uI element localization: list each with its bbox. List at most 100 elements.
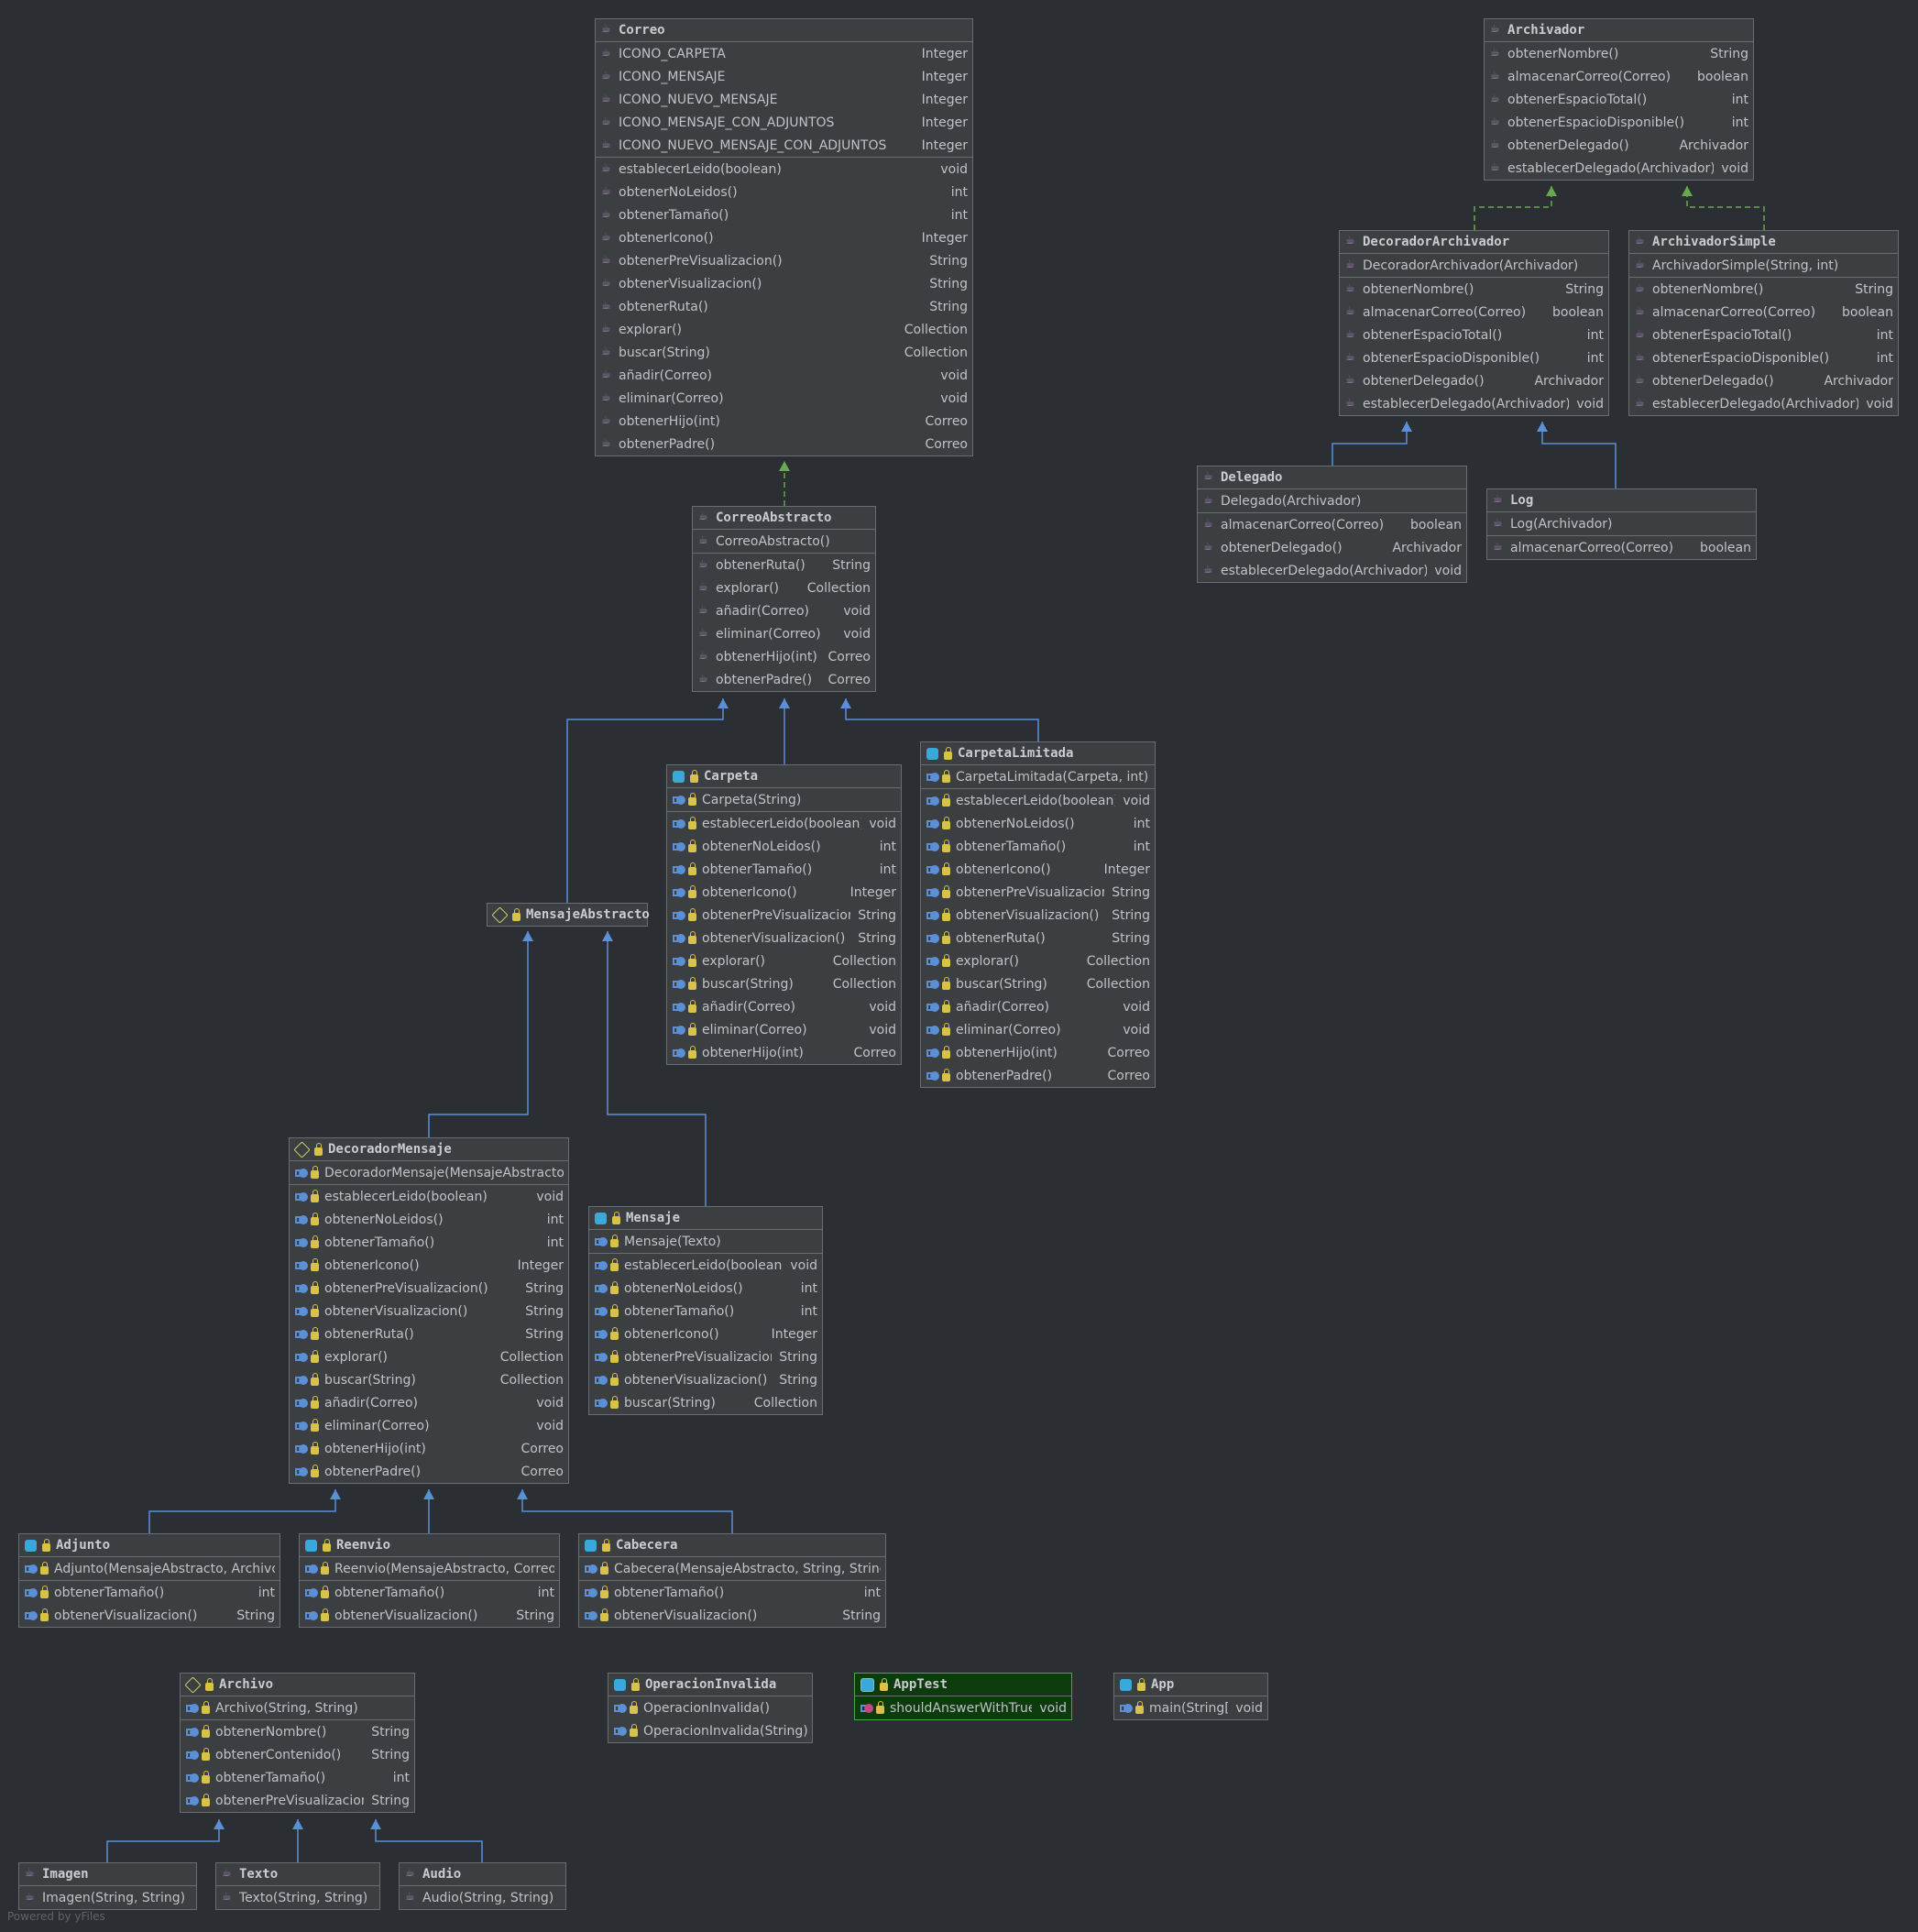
class-node-archivadorSimple[interactable]: ArchivadorSimpleArchivadorSimple(String,… <box>1628 230 1899 416</box>
member-row[interactable]: obtenerHijo(int)Correo <box>596 410 972 433</box>
member-row[interactable]: establecerLeido(boolean)void <box>921 789 1155 812</box>
class-header[interactable]: Archivo <box>181 1674 414 1696</box>
member-row[interactable]: obtenerNombre()String <box>1485 42 1753 65</box>
member-row[interactable]: obtenerPreVisualizacion()String <box>667 904 901 927</box>
member-row[interactable]: Archivo(String, String) <box>181 1696 414 1719</box>
class-node-correo[interactable]: CorreoICONO_CARPETAIntegerICONO_MENSAJEI… <box>595 18 973 456</box>
member-row[interactable]: obtenerNombre()String <box>1629 278 1898 301</box>
class-header[interactable]: CarpetaLimitada <box>921 742 1155 765</box>
class-header[interactable]: DecoradorArchivador <box>1340 231 1608 254</box>
member-row[interactable]: obtenerHijo(int)Correo <box>667 1041 901 1064</box>
member-row[interactable]: obtenerTamaño()int <box>181 1766 414 1789</box>
member-row[interactable]: obtenerPreVisualizacion()String <box>921 881 1155 904</box>
member-row[interactable]: eliminar(Correo)void <box>596 387 972 410</box>
member-row[interactable]: obtenerNoLeidos()int <box>667 835 901 858</box>
member-row[interactable]: explorar()Collection <box>693 576 875 599</box>
member-row[interactable]: obtenerNombre()String <box>1340 278 1608 301</box>
member-row[interactable]: explorar()Collection <box>290 1345 568 1368</box>
member-row[interactable]: obtenerTamaño()int <box>667 858 901 881</box>
member-row[interactable]: obtenerContenido()String <box>181 1743 414 1766</box>
class-header[interactable]: Correo <box>596 19 972 42</box>
class-header[interactable]: Delegado <box>1198 467 1466 489</box>
member-row[interactable]: establecerDelegado(Archivador)void <box>1340 392 1608 415</box>
member-row[interactable]: obtenerVisualizacion()String <box>921 904 1155 927</box>
class-header[interactable]: CorreoAbstracto <box>693 507 875 530</box>
class-header[interactable]: OperacionInvalida <box>608 1674 812 1696</box>
member-row[interactable]: obtenerNoLeidos()int <box>290 1208 568 1231</box>
member-row[interactable]: obtenerPadre()Correo <box>596 433 972 456</box>
member-row[interactable]: buscar(String)Collection <box>596 341 972 364</box>
class-node-decoradorArchivador[interactable]: DecoradorArchivadorDecoradorArchivador(A… <box>1339 230 1609 416</box>
member-row[interactable]: DecoradorMensaje(MensajeAbstracto) <box>290 1161 568 1184</box>
class-header[interactable]: ArchivadorSimple <box>1629 231 1898 254</box>
member-row[interactable]: explorar()Collection <box>921 950 1155 972</box>
member-row[interactable]: obtenerHijo(int)Correo <box>921 1041 1155 1064</box>
member-row[interactable]: OperacionInvalida(String) <box>608 1719 812 1742</box>
member-row[interactable]: eliminar(Correo)void <box>667 1018 901 1041</box>
member-row[interactable]: establecerLeido(boolean)void <box>290 1185 568 1208</box>
member-row[interactable]: Delegado(Archivador) <box>1198 489 1466 512</box>
member-row[interactable]: buscar(String)Collection <box>290 1368 568 1391</box>
member-row[interactable]: obtenerPreVisualizacion()String <box>181 1789 414 1812</box>
member-row[interactable]: Audio(String, String) <box>400 1886 565 1909</box>
member-row[interactable]: añadir(Correo)void <box>596 364 972 387</box>
class-header[interactable]: Adjunto <box>19 1534 279 1557</box>
member-row[interactable]: obtenerHijo(int)Correo <box>693 645 875 668</box>
member-row[interactable]: Reenvio(MensajeAbstracto, Correo) <box>300 1557 559 1580</box>
member-row[interactable]: obtenerPreVisualizacion()String <box>290 1277 568 1300</box>
member-row[interactable]: obtenerTamaño()int <box>921 835 1155 858</box>
member-row[interactable]: obtenerHijo(int)Correo <box>290 1437 568 1460</box>
member-row[interactable]: Mensaje(Texto) <box>589 1230 822 1253</box>
member-row[interactable]: almacenarCorreo(Correo)boolean <box>1198 513 1466 536</box>
member-row[interactable]: obtenerEspacioDisponible()int <box>1485 111 1753 134</box>
member-row[interactable]: añadir(Correo)void <box>693 599 875 622</box>
member-row[interactable]: establecerDelegado(Archivador)void <box>1485 157 1753 180</box>
member-row[interactable]: obtenerDelegado()Archivador <box>1198 536 1466 559</box>
member-row[interactable]: almacenarCorreo(Correo)boolean <box>1485 65 1753 88</box>
member-row[interactable]: Cabecera(MensajeAbstracto, String, Strin… <box>579 1557 885 1580</box>
class-header[interactable]: MensajeAbstracto <box>488 904 650 926</box>
member-row[interactable]: explorar()Collection <box>667 950 901 972</box>
member-row[interactable]: obtenerTamaño()int <box>19 1581 279 1604</box>
member-row[interactable]: añadir(Correo)void <box>921 995 1155 1018</box>
member-row[interactable]: obtenerDelegado()Archivador <box>1340 369 1608 392</box>
member-row[interactable]: establecerLeido(boolean)void <box>667 812 901 835</box>
member-row[interactable]: Adjunto(MensajeAbstracto, Archivo) <box>19 1557 279 1580</box>
class-header[interactable]: DecoradorMensaje <box>290 1138 568 1161</box>
class-header[interactable]: App <box>1114 1674 1267 1696</box>
class-header[interactable]: Mensaje <box>589 1207 822 1230</box>
class-header[interactable]: AppTest <box>855 1674 1071 1696</box>
member-row[interactable]: obtenerIcono()Integer <box>596 226 972 249</box>
member-row[interactable]: obtenerIcono()Integer <box>589 1323 822 1345</box>
class-node-mensajeAbstracto[interactable]: MensajeAbstracto <box>487 903 650 927</box>
class-node-correoAbstracto[interactable]: CorreoAbstractoCorreoAbstracto()obtenerR… <box>692 506 876 692</box>
class-node-log[interactable]: LogLog(Archivador)almacenarCorreo(Correo… <box>1486 488 1757 560</box>
class-node-texto[interactable]: TextoTexto(String, String) <box>215 1862 380 1910</box>
member-row[interactable]: DecoradorArchivador(Archivador) <box>1340 254 1608 277</box>
member-row[interactable]: CarpetaLimitada(Carpeta, int) <box>921 765 1155 788</box>
member-row[interactable]: obtenerPadre()Correo <box>693 668 875 691</box>
class-node-audio[interactable]: AudioAudio(String, String) <box>399 1862 566 1910</box>
class-header[interactable]: Audio <box>400 1863 565 1886</box>
member-row[interactable]: obtenerRuta()String <box>290 1323 568 1345</box>
member-row[interactable]: obtenerVisualizacion()String <box>290 1300 568 1323</box>
member-row[interactable]: almacenarCorreo(Correo)boolean <box>1629 301 1898 324</box>
member-row[interactable]: obtenerNoLeidos()int <box>596 181 972 203</box>
member-row[interactable]: obtenerTamaño()int <box>589 1300 822 1323</box>
member-row[interactable]: obtenerVisualizacion()String <box>667 927 901 950</box>
member-row[interactable]: obtenerTamaño()int <box>300 1581 559 1604</box>
class-header[interactable]: Log <box>1487 489 1756 512</box>
member-row[interactable]: obtenerVisualizacion()String <box>579 1604 885 1627</box>
member-row[interactable]: obtenerDelegado()Archivador <box>1485 134 1753 157</box>
